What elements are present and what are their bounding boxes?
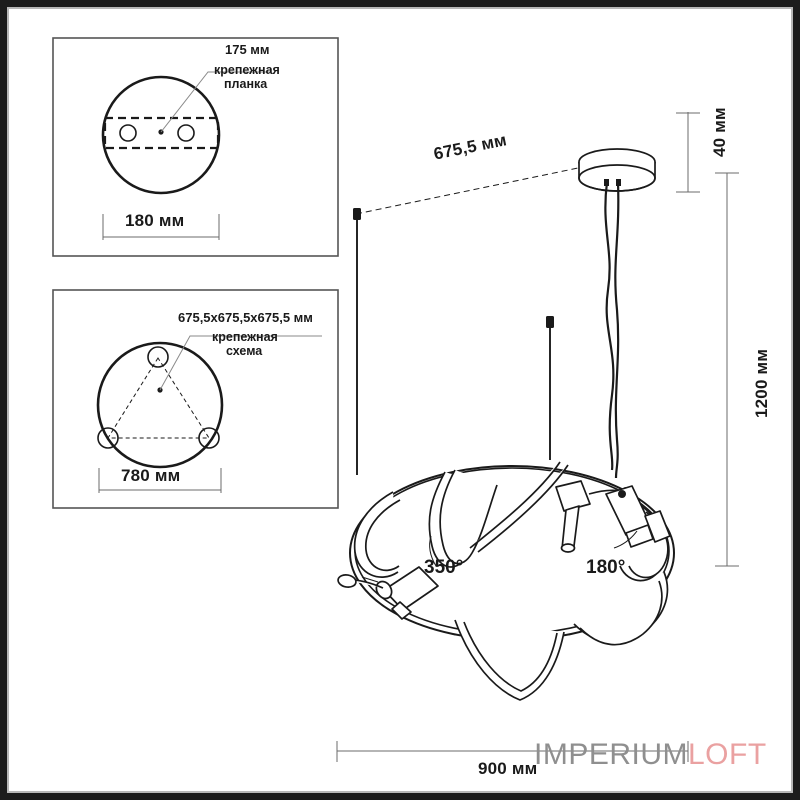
watermark: IMPERIUMLOFT <box>534 738 767 772</box>
scheme-callout-dimension: 675,5x675,5x675,5 мм <box>178 310 313 325</box>
plate-diameter-label: 180 мм <box>125 211 185 230</box>
canopy-height-label: 40 мм <box>710 107 729 157</box>
canopy <box>578 148 656 192</box>
plate-callout-label-line1: крепежная <box>214 63 280 77</box>
suspension-cable-left <box>353 208 361 475</box>
angle-left-label: 350° <box>424 557 464 578</box>
scheme-callout-label-line1: крепежная <box>212 330 278 344</box>
plate-callout-dimension: 175 мм <box>225 42 270 57</box>
dim-overall-width <box>336 741 689 762</box>
angle-right-label: 180° <box>586 557 626 578</box>
panel-mounting-plate <box>52 37 339 257</box>
watermark-part2: LOFT <box>688 738 767 771</box>
dim-canopy-height <box>676 112 700 193</box>
ring-fixture <box>337 461 675 701</box>
lamp-head-right <box>605 485 671 548</box>
suspension-length-label: 1200 мм <box>752 348 771 418</box>
watermark-part1: IMPERIUM <box>534 738 688 771</box>
scheme-callout-label-line2: схема <box>226 344 263 358</box>
plate-callout-label-line2: планка <box>224 77 268 91</box>
scheme-diameter-label: 780 мм <box>121 466 181 485</box>
overall-width-label: 900 мм <box>478 759 538 778</box>
lamp-head-left <box>337 566 439 620</box>
main-view <box>336 112 739 762</box>
dim-suspension-length <box>715 172 739 567</box>
panel-mounting-scheme <box>52 289 339 509</box>
suspension-cable-middle <box>546 316 554 460</box>
